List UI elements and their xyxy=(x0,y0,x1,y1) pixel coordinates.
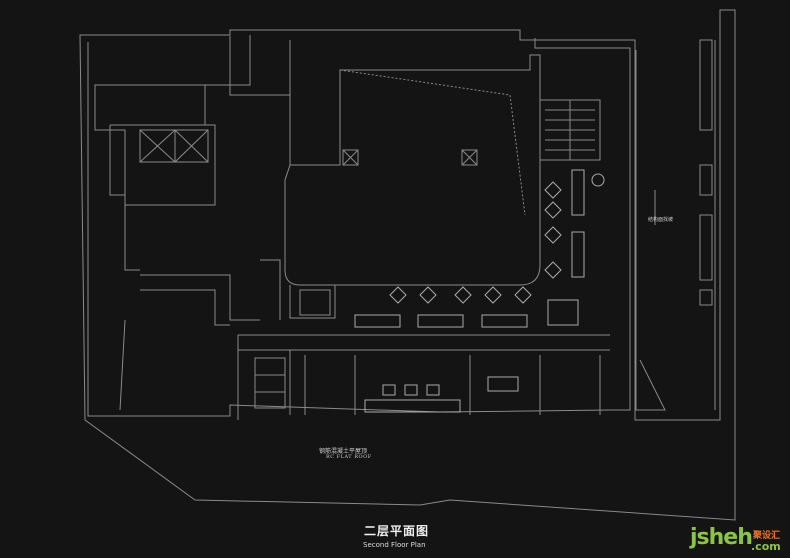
outer-wall xyxy=(79,9,736,521)
watermark-logo: jsheh xyxy=(690,525,753,550)
hall xyxy=(284,54,541,286)
corridor xyxy=(119,35,291,411)
drawing-title-cn: 二层平面图 xyxy=(364,524,430,538)
slope-label: 结构面找坡 xyxy=(648,217,674,223)
drawing-title-en: Second Floor Plan xyxy=(363,541,426,549)
watermark-logo-domain: .com xyxy=(751,540,781,553)
watermark-logo-cn: 聚设汇 xyxy=(753,531,781,541)
stair xyxy=(539,99,601,161)
roof-label-cn: 钢筋混凝土平屋顶 xyxy=(319,448,368,455)
lower-rooms xyxy=(237,285,610,420)
inner-wall xyxy=(87,38,631,417)
furniture xyxy=(354,169,605,413)
east-strip xyxy=(635,39,716,411)
left-rooms xyxy=(94,84,216,206)
roof-label-en: RC FLAT ROOF xyxy=(326,454,372,460)
